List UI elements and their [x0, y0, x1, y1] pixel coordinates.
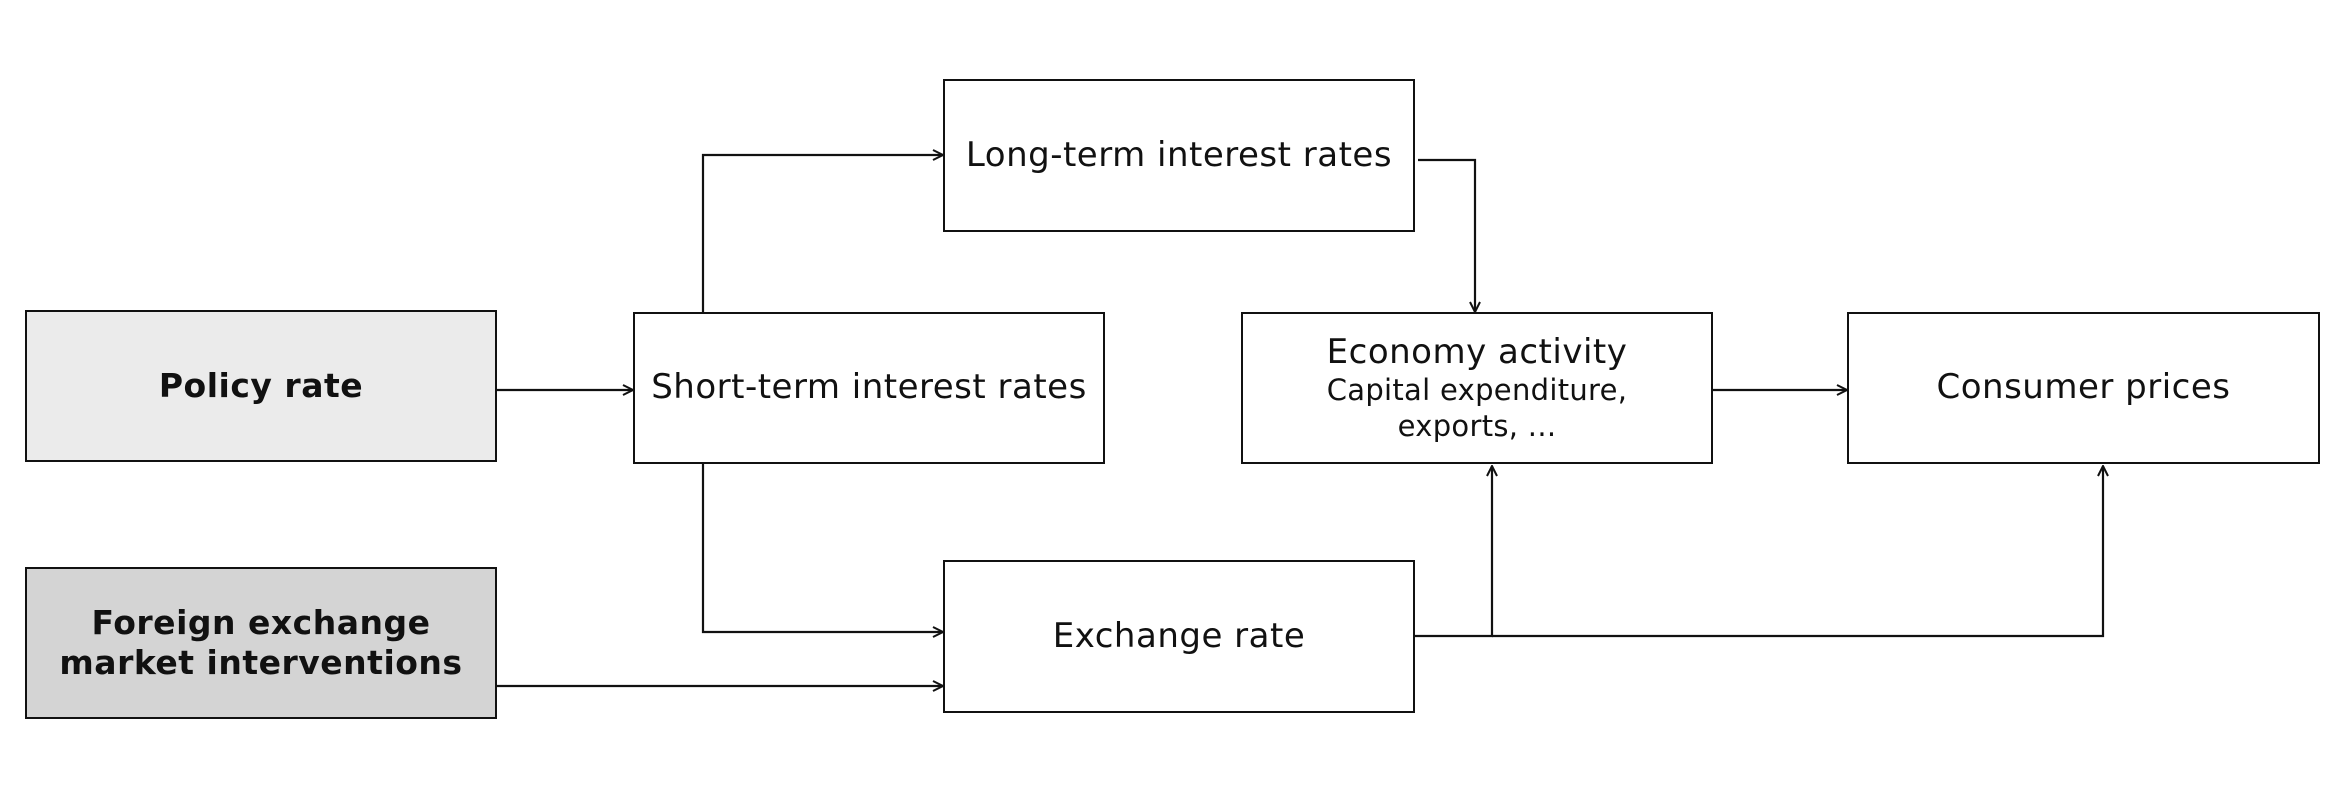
economy-activity-box: Economy activity Capital expenditure, ex… — [1241, 312, 1713, 464]
fx-interventions-label-line1: Foreign exchange — [91, 602, 431, 642]
economy-activity-label: Economy activity — [1326, 331, 1628, 372]
policy-rate-box: Policy rate — [25, 310, 497, 462]
economy-activity-sub-line2: exports, ... — [1397, 408, 1557, 443]
short-term-rates-box: Short-term interest rates — [633, 312, 1105, 464]
arrow-exchange-to-economy — [1415, 466, 1492, 638]
consumer-prices-box: Consumer prices — [1847, 312, 2320, 464]
arrow-long-to-economy — [1418, 158, 1475, 312]
long-term-rates-box: Long-term interest rates — [943, 79, 1415, 232]
fx-interventions-box: Foreign exchange market interventions — [25, 567, 497, 719]
policy-rate-label: Policy rate — [158, 365, 364, 405]
short-term-rates-label: Short-term interest rates — [651, 367, 1087, 408]
long-term-rates-label: Long-term interest rates — [965, 134, 1393, 175]
exchange-rate-label: Exchange rate — [1052, 615, 1306, 656]
arrow-short-to-exchange — [701, 464, 943, 632]
arrow-exchange-to-consumer — [1492, 466, 2103, 638]
fx-interventions-label-line2: market interventions — [59, 643, 463, 682]
exchange-rate-box: Exchange rate — [943, 560, 1415, 713]
arrow-short-to-long — [701, 155, 943, 312]
economy-activity-sub-line1: Capital expenditure, — [1326, 373, 1628, 408]
consumer-prices-label: Consumer prices — [1936, 367, 2231, 408]
